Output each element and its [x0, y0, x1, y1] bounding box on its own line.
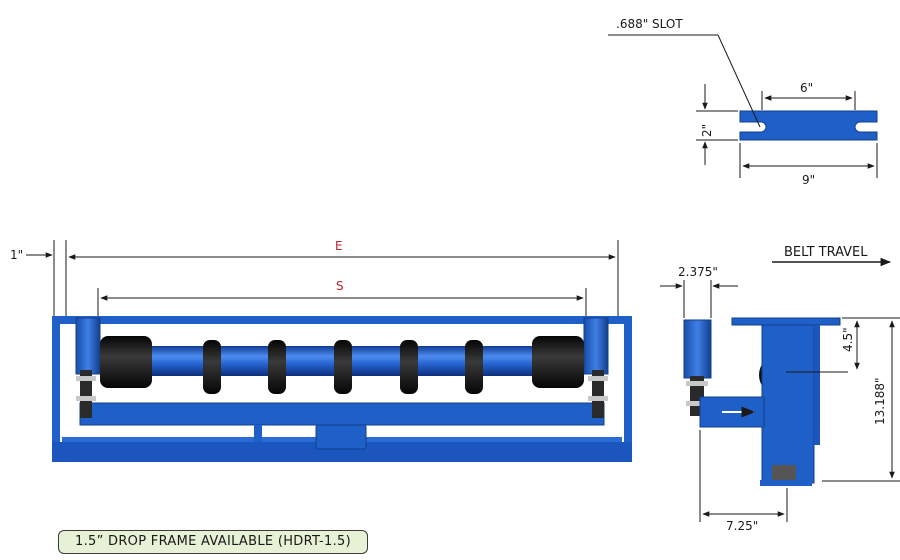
- frame-top-rail: [52, 316, 632, 324]
- slotted-plate: [739, 110, 878, 141]
- drop-frame-note: 1.5” DROP FRAME AVAILABLE (HDRT-1.5): [58, 530, 368, 554]
- frame-gusset: [814, 325, 820, 445]
- impact-ring: [334, 340, 352, 394]
- belt-travel-label: BELT TRAVEL: [784, 245, 868, 260]
- s-dimension-label: S: [336, 279, 344, 293]
- front-view: 1" E S: [10, 239, 632, 462]
- right-bolt-washer: [588, 396, 608, 401]
- slot-leader-line: [717, 34, 761, 128]
- length-label: 9": [802, 173, 815, 187]
- slot-spacing-label: 6": [800, 81, 813, 95]
- base-mount: [772, 465, 796, 483]
- lower-cross-member: [79, 402, 605, 426]
- offset-label: 1": [10, 248, 23, 262]
- impact-ring: [400, 340, 418, 394]
- top-height-label: 4.5": [841, 327, 855, 352]
- center-support: [254, 425, 262, 442]
- top-plate: [731, 317, 841, 326]
- bracket-width-label: 2.375": [678, 265, 718, 279]
- center-mount: [315, 424, 367, 450]
- overall-height-label: 13.188": [873, 377, 887, 425]
- right-end-cap: [532, 336, 584, 388]
- frame-left-leg: [52, 316, 60, 462]
- base-offset-label: 7.25": [726, 519, 758, 533]
- frame-bottom-rail: [52, 442, 632, 462]
- right-roller-post: [583, 317, 609, 375]
- left-bolt-assembly: [80, 370, 92, 418]
- side-view: BELT TRAVEL 2.375" 4.5" 13.188" 7.25": [660, 245, 900, 533]
- frame-right-leg: [624, 316, 632, 462]
- height-label: 2": [700, 124, 714, 137]
- impact-ring: [465, 340, 483, 394]
- slot-detail: .688" SLOT 6" 2" 9": [608, 17, 878, 187]
- right-bolt-washer: [588, 376, 608, 381]
- left-end-cap: [100, 336, 152, 388]
- slot-label: .688" SLOT: [616, 17, 683, 31]
- impact-ring: [203, 340, 221, 394]
- side-roller-post: [683, 319, 712, 379]
- impact-ring: [268, 340, 286, 394]
- side-roller-washer: [686, 401, 708, 406]
- left-bolt-washer: [76, 376, 96, 381]
- right-bolt-assembly: [592, 370, 604, 418]
- frame-column: [761, 324, 815, 484]
- e-dimension-label: E: [335, 239, 343, 253]
- side-roller-washer: [686, 381, 708, 386]
- base-foot: [760, 480, 812, 486]
- left-bolt-washer: [76, 396, 96, 401]
- left-roller-post: [75, 317, 101, 375]
